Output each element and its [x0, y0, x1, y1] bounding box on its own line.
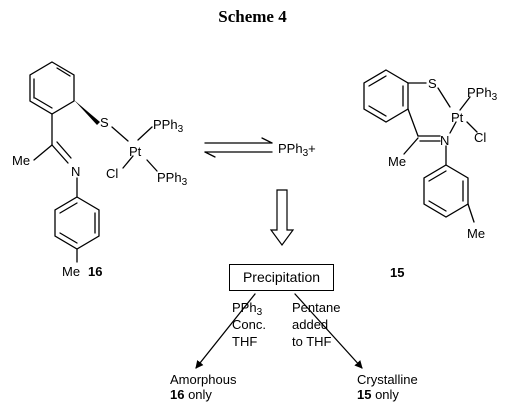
s-label-16: S [100, 115, 109, 130]
compound-15-structure [363, 69, 478, 223]
compound-number-15: 15 [390, 265, 404, 280]
left-condition-conc: Conc. [232, 317, 266, 332]
result-16-only: 16 only [170, 387, 212, 402]
scheme-title: Scheme 4 [218, 7, 287, 26]
me-label-15-left: Me [388, 154, 406, 169]
pph3-label-16-top: PPh3 [153, 117, 184, 135]
result-15-only: 15 only [357, 387, 399, 402]
right-condition-pentane: Pentane [292, 300, 340, 315]
left-condition-thf: THF [232, 334, 257, 349]
pt-label-15: Pt [451, 110, 464, 125]
me-label-15-bottom: Me [467, 226, 485, 241]
result-amorphous: Amorphous [170, 372, 237, 387]
benzene-ring-15 [363, 69, 409, 123]
n-label-15: N [440, 133, 449, 148]
pph3-label-15: PPh3 [467, 85, 498, 103]
me-label-16-bottom: Me [62, 264, 80, 279]
result-crystalline: Crystalline [357, 372, 418, 387]
benzene-ring-16 [29, 61, 75, 115]
tolyl-ring-16 [54, 196, 100, 250]
arrow-to-crystalline [294, 293, 363, 369]
cl-label-15: Cl [474, 130, 486, 145]
arrow-to-amorphous [195, 293, 256, 369]
compound-number-16: 16 [88, 264, 102, 279]
n-label-16: N [71, 164, 80, 179]
cl-label-16: Cl [106, 166, 118, 181]
free-pph3-label: PPh3+ [278, 141, 316, 159]
left-condition-pph3: PPh3 [232, 300, 263, 318]
right-condition-to-thf: to THF [292, 334, 332, 349]
equilibrium-arrows [204, 137, 273, 158]
wedge-bond-16 [74, 100, 100, 125]
pt-label-16: Pt [129, 144, 142, 159]
me-label-16-top: Me [12, 153, 30, 168]
right-condition-added: added [292, 317, 328, 332]
hollow-down-arrow [269, 189, 295, 247]
pph3-label-16-bottom: PPh3 [157, 170, 188, 188]
precipitation-box: Precipitation [229, 264, 334, 291]
s-label-15: S [428, 76, 437, 91]
tolyl-ring-15 [423, 164, 469, 218]
compound-16-structure [29, 61, 158, 263]
